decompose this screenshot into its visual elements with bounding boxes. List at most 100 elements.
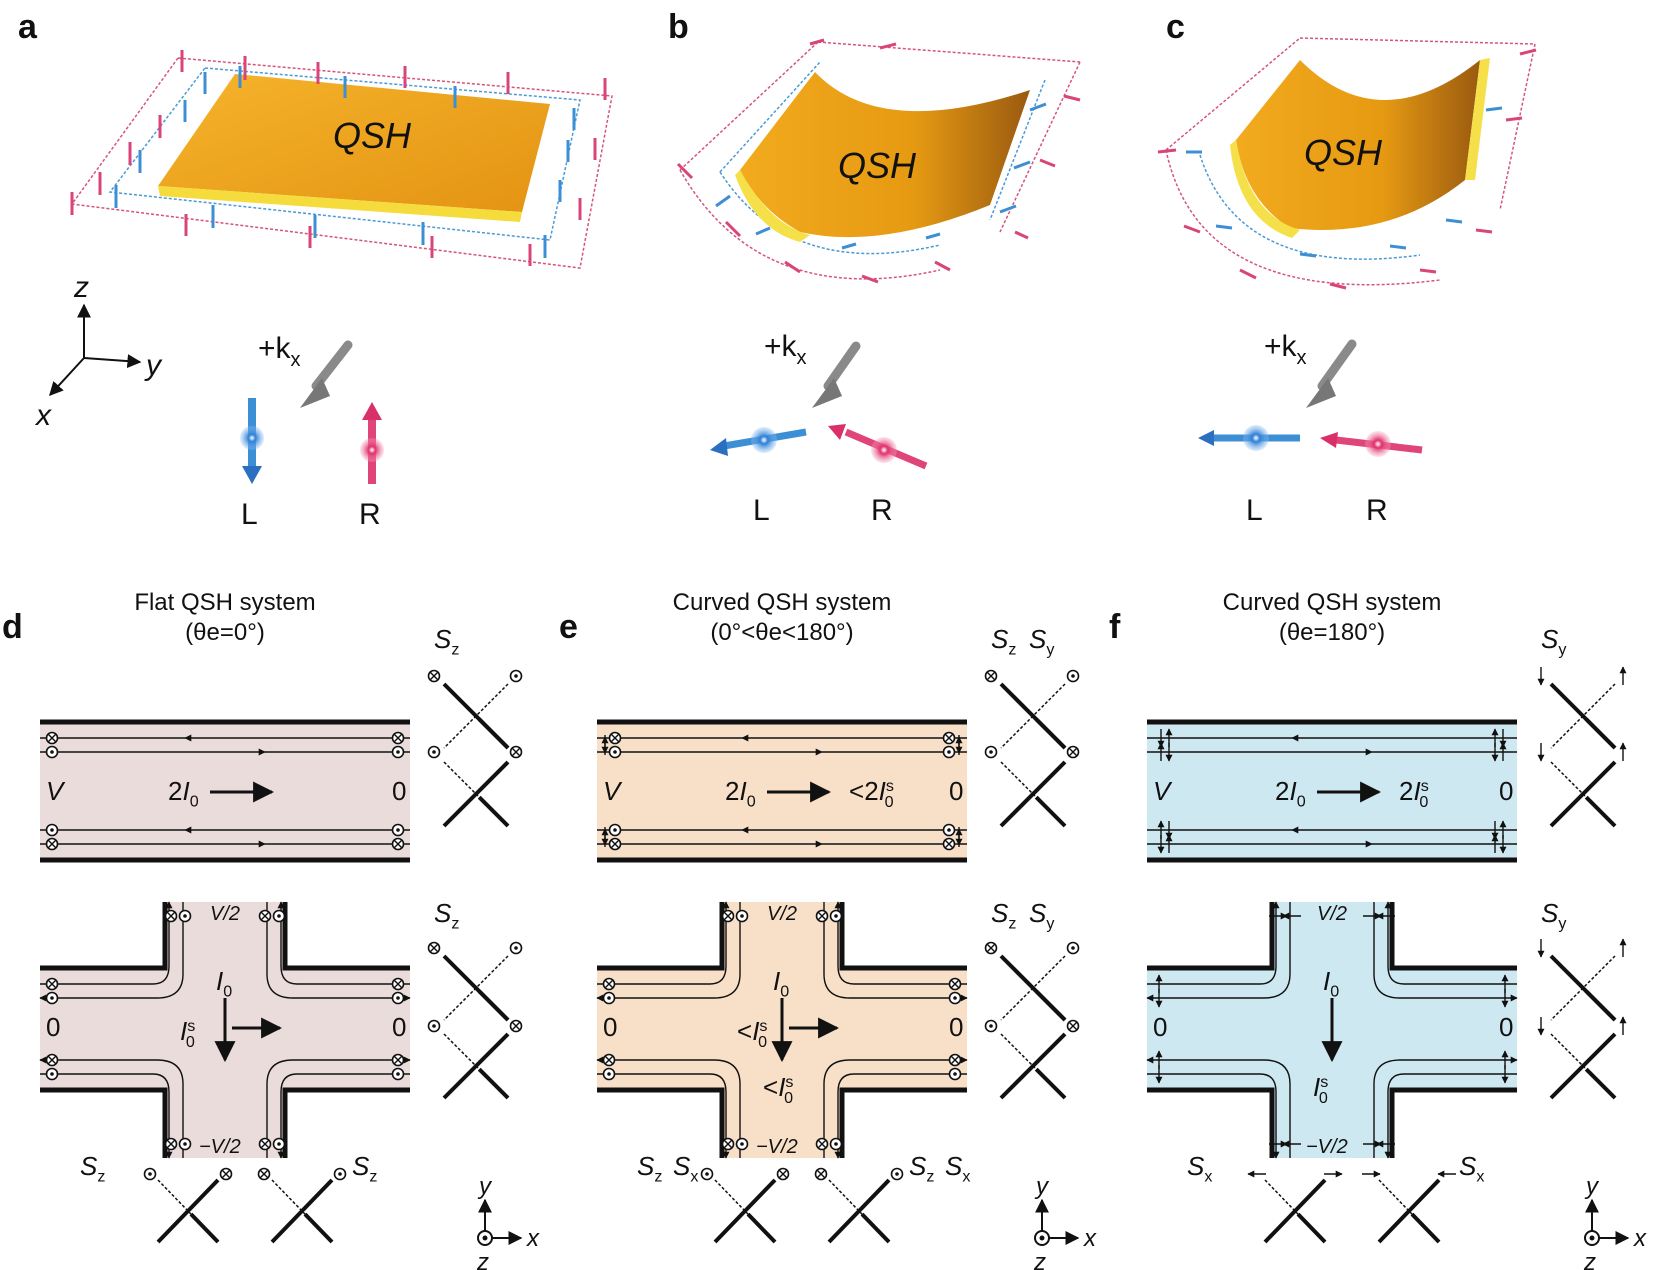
- voltage-zero: 0: [392, 776, 406, 806]
- edge-channel: [1373, 902, 1518, 1002]
- spin-marker: [607, 1072, 611, 1076]
- axis-z-marker: [1039, 1235, 1045, 1241]
- edge-channel: [39, 902, 184, 1002]
- dispersion-branch: [999, 1032, 1067, 1100]
- dispersion-branch: [1000, 955, 1066, 1021]
- panel-label-b: b: [668, 8, 689, 46]
- voltage-zero: 0: [392, 1012, 406, 1042]
- label-L-c: L: [1246, 494, 1263, 527]
- spin-marker: [989, 1024, 993, 1028]
- edge-channel: [597, 901, 730, 985]
- spin-marker: [261, 1140, 269, 1148]
- axis-y: y: [1034, 1173, 1050, 1200]
- axis-z: z: [1033, 1249, 1046, 1270]
- axis-x: x: [526, 1225, 540, 1252]
- edge-channel: [39, 1056, 184, 1158]
- spin-marker: [48, 980, 56, 988]
- dispersion-branch: [156, 1178, 220, 1244]
- dispersion-branch: [1584, 717, 1617, 750]
- spin-marker: [50, 1072, 54, 1076]
- dispersion-branch: [860, 1212, 891, 1244]
- axis-x: x: [1633, 1225, 1647, 1252]
- voltage-zero: 0: [1153, 1012, 1167, 1042]
- kx-label-a: +kx: [258, 332, 301, 371]
- spin-marker: [818, 1140, 826, 1148]
- spin-marker: [951, 1056, 959, 1064]
- voltage-minus-V-half: −V/2: [199, 1136, 241, 1158]
- dispersion-branch: [442, 760, 510, 828]
- axis-x: x: [34, 399, 52, 432]
- cross-wall: [1389, 902, 1517, 971]
- cross-wall: [1389, 1087, 1517, 1158]
- dispersion-branch: [1034, 717, 1067, 750]
- charge-current-label: 2I0: [725, 776, 756, 811]
- bottom-spin-label: Sz: [637, 1151, 662, 1186]
- edge-channel: [823, 1056, 968, 1158]
- spin-marker: [338, 1172, 342, 1176]
- edge-channel: [1147, 1073, 1280, 1159]
- spin-marker: [834, 1142, 838, 1146]
- spin-axis-label: Sz: [434, 624, 459, 659]
- spin-L-b: [710, 427, 807, 456]
- panel-subtitle-f: (θe=180°): [1279, 619, 1385, 646]
- spin-marker: [724, 1140, 732, 1148]
- spin-marker: [947, 828, 951, 832]
- cross-wall: [1147, 1087, 1275, 1158]
- spin-marker: [605, 1056, 613, 1064]
- kx-arrow-b: [812, 341, 861, 408]
- cross-wall: [597, 1087, 725, 1158]
- dispersion-branch: [442, 1032, 510, 1100]
- spin-axis-label: Sy: [1029, 624, 1055, 659]
- edge-channel: [596, 1056, 741, 1158]
- spin-R-b: [828, 424, 928, 470]
- spin-marker: [953, 996, 957, 1000]
- spin-marker: [947, 750, 951, 754]
- dispersion-branch: [1550, 683, 1616, 749]
- spin-marker: [945, 840, 953, 848]
- dispersion-branch: [1377, 1178, 1441, 1244]
- label-R-a: R: [359, 498, 381, 531]
- spin-marker: [50, 750, 54, 754]
- spin-marker: [394, 1056, 402, 1064]
- bottom-spin-label: Sx: [673, 1151, 698, 1186]
- dispersion-branch: [303, 1212, 334, 1244]
- edge-channel: [1373, 1056, 1518, 1158]
- spin-marker: [512, 1022, 520, 1030]
- label-R-b: R: [871, 494, 893, 527]
- qsh-label-c: QSH: [1304, 132, 1383, 173]
- voltage-zero: 0: [1499, 776, 1513, 806]
- red-edge-curve: [679, 169, 941, 280]
- kx-arrow-a: [300, 340, 353, 408]
- blue-edge-curve: [719, 171, 941, 255]
- spin-marker: [148, 1172, 152, 1176]
- spin-marker: [396, 1072, 400, 1076]
- panel-c: c QSH +kx: [1157, 8, 1537, 527]
- spin-marker: [817, 1170, 825, 1178]
- red-spin-arrows: [70, 50, 607, 266]
- spin-marker: [607, 996, 611, 1000]
- spin-marker: [394, 840, 402, 848]
- spin-marker: [430, 944, 438, 952]
- qsh-label-a: QSH: [333, 115, 412, 156]
- edge-channel: [266, 1056, 411, 1158]
- spin-marker: [396, 996, 400, 1000]
- axis-y: y: [1584, 1173, 1600, 1200]
- cross-wall: [597, 902, 725, 971]
- spin-marker: [1069, 1022, 1077, 1030]
- red-edge-frame: [70, 57, 613, 269]
- edge-channel: [40, 901, 173, 985]
- spin-R-c: [1320, 431, 1423, 457]
- edge-channel: [1384, 1073, 1517, 1159]
- spin-marker: [167, 912, 175, 920]
- edge-channel: [823, 902, 968, 1002]
- voltage-V: V: [46, 776, 66, 806]
- dispersion-branch: [477, 717, 510, 750]
- spin-marker: [183, 914, 187, 918]
- dispersion-branch: [1549, 1032, 1617, 1100]
- panel-title-f: Curved QSH system: [1223, 589, 1442, 616]
